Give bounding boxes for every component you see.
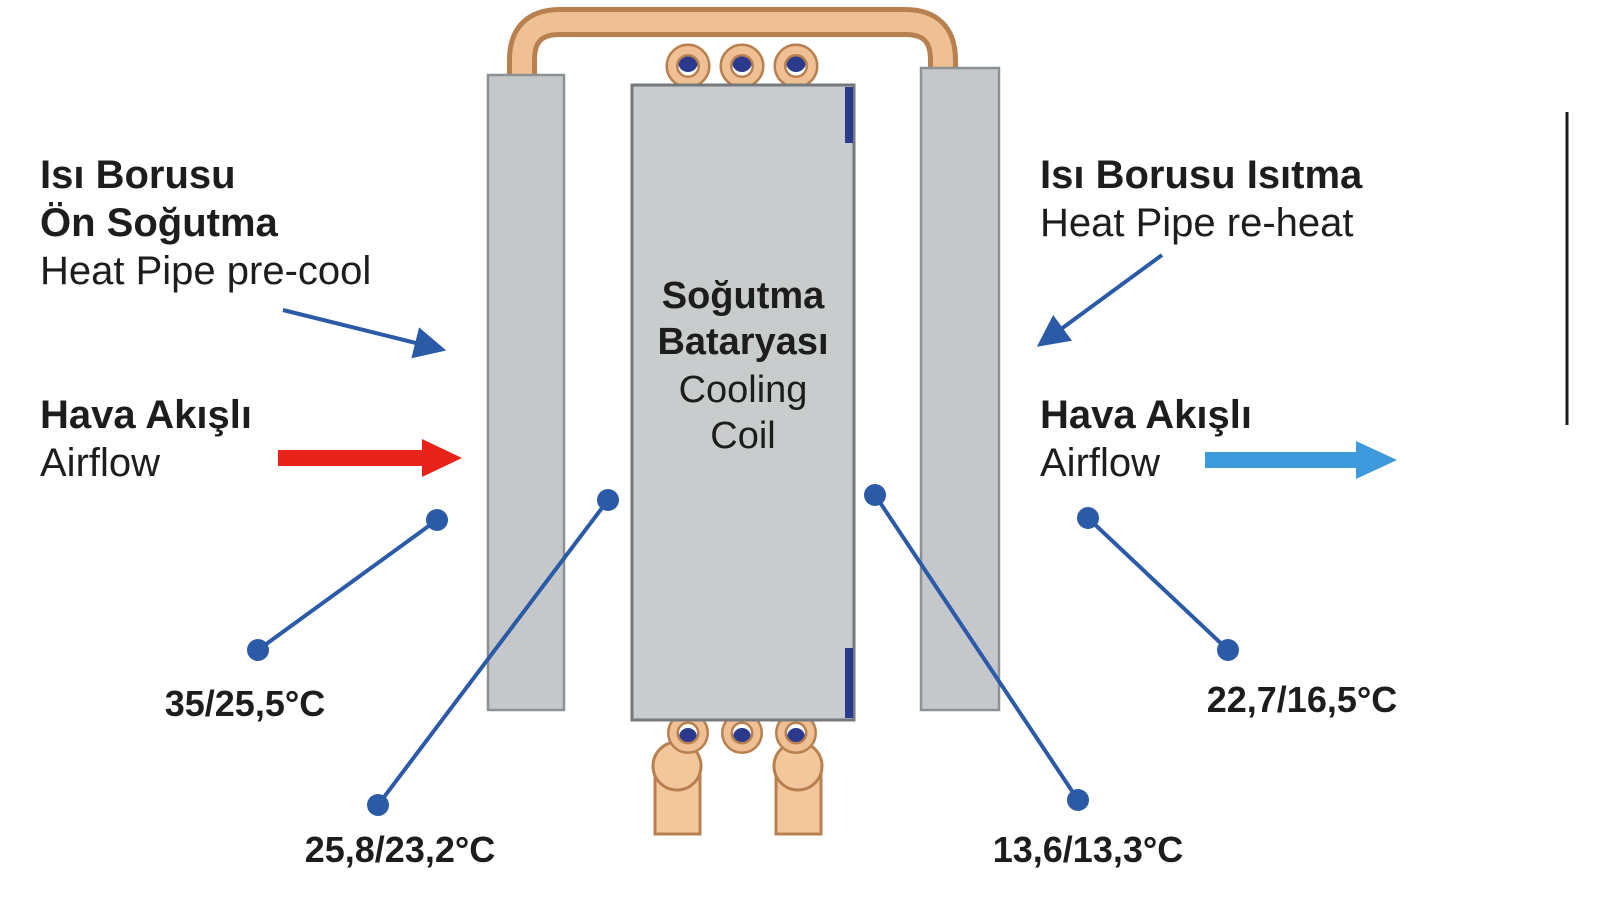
temp-callout-after-precool: 25,8/23,2°C [305,489,619,870]
precool-label: Isı Borusu Ön Soğutma Heat Pipe pre-cool [40,153,371,293]
callout-dot [426,509,448,531]
reheat-pointer-arrow [1036,253,1164,347]
reheat-title: Isı Borusu Isıtma [1040,153,1363,197]
callout-line [256,518,439,652]
temp-callout-inlet: 35/25,5°C [165,509,448,724]
temp-callout-after-coil: 13,6/13,3°C [864,484,1183,870]
callout-dot [1077,507,1099,529]
airflow-in-label: Hava Akışlı Airflow [40,393,252,485]
airflow-out-arrow [1205,441,1397,479]
cooling-coil-title-line1: Soğutma [662,275,825,317]
airflow-out-subtitle: Airflow [1040,441,1160,485]
callout-line [1086,516,1230,652]
reheat-subtitle: Heat Pipe re-heat [1040,201,1354,245]
coil-tube-bends-bottom [667,712,817,754]
callout-line [873,493,1080,802]
tube-bend [668,46,708,86]
precool-pointer-arrow [282,308,447,359]
callout-dot [1067,789,1089,811]
airflow-out-label: Hava Akışlı Airflow [1040,393,1252,485]
precool-title-line1: Isı Borusu [40,153,236,197]
airflow-out-title: Hava Akışlı [1040,393,1252,437]
temp-label-after-precool: 25,8/23,2°C [305,829,496,870]
cooling-coil-subtitle-line1: Cooling [679,369,808,411]
cooling-coil-body [630,83,856,722]
coil-header-bottom [845,648,853,718]
cooling-coil-label: Soğutma Bataryası Cooling Coil [657,275,828,457]
temp-label-after-coil: 13,6/13,3°C [993,829,1184,870]
callout-dot [597,489,619,511]
temp-callout-after-reheat: 22,7/16,5°C [1077,507,1397,720]
coil-header-top [845,87,853,143]
tube-bend [776,46,816,86]
reheat-label: Isı Borusu Isıtma Heat Pipe re-heat [1040,153,1363,245]
temp-label-after-reheat: 22,7/16,5°C [1207,679,1398,720]
callout-line [376,498,610,807]
callout-dot [247,639,269,661]
callout-dot [864,484,886,506]
coil-connection-pipes [651,740,824,836]
tube-bend [722,46,762,86]
cooling-coil-title-line2: Bataryası [657,321,828,363]
precool-heat-pipe-section [486,73,566,712]
airflow-in-subtitle: Airflow [40,441,160,485]
reheat-heat-pipe-section [919,66,1001,712]
cooling-coil-subtitle-line2: Coil [710,415,775,457]
heat-pipe-loop [512,12,953,95]
coil-tube-bends-top [665,43,819,89]
airflow-in-arrow [278,439,462,477]
callout-dot [367,794,389,816]
callout-dot [1217,639,1239,661]
temp-label-inlet: 35/25,5°C [165,683,326,724]
airflow-in-title: Hava Akışlı [40,393,252,437]
precool-subtitle: Heat Pipe pre-cool [40,249,371,293]
precool-title-line2: Ön Soğutma [40,200,279,245]
